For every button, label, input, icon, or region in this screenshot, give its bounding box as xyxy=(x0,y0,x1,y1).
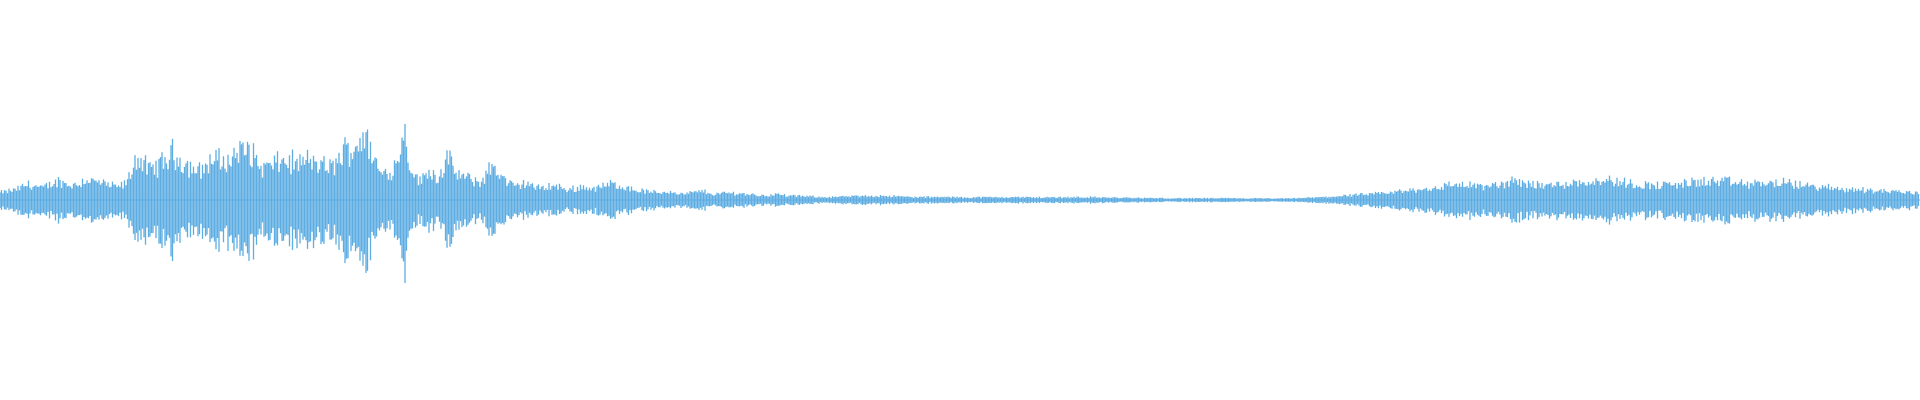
waveform-bars xyxy=(0,123,1920,283)
waveform-path xyxy=(0,123,1920,283)
